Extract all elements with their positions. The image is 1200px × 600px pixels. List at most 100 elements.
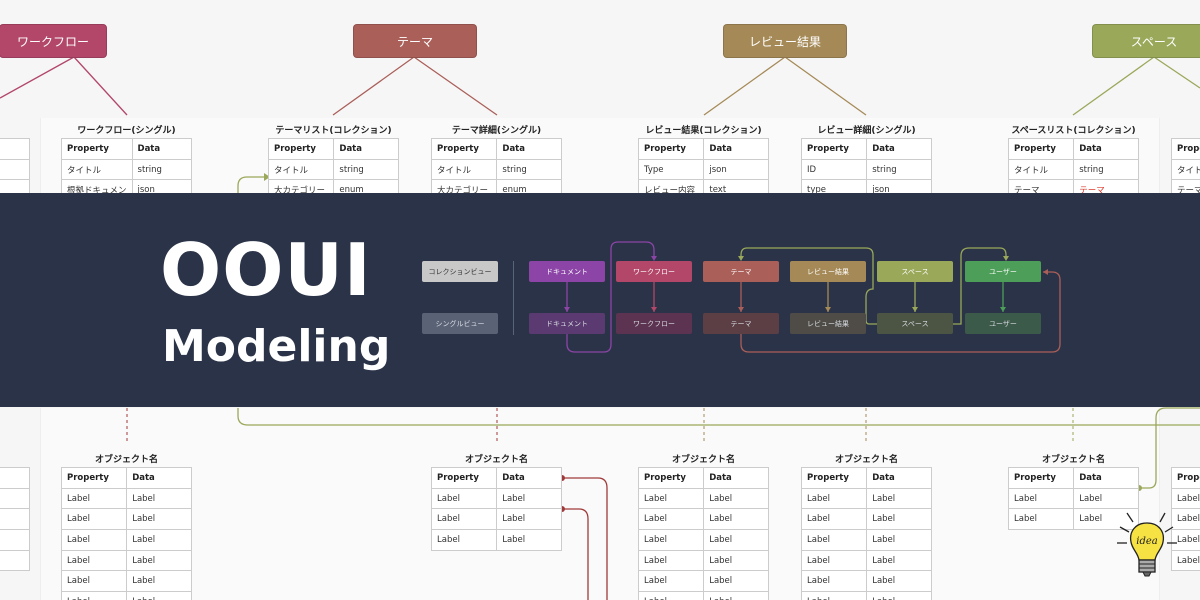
- table-title: スペースリスト(コレクション): [1011, 126, 1136, 136]
- header-theme[interactable]: テーマ: [353, 24, 477, 58]
- table-cell: Label: [126, 549, 192, 572]
- table-header-cell: Property: [637, 467, 705, 489]
- table-cell: Label: [1073, 508, 1139, 531]
- table-cell: Label: [637, 591, 705, 600]
- table-cell: Label: [800, 487, 868, 510]
- table-cell: json: [703, 158, 769, 181]
- table-cell: Label: [60, 487, 128, 510]
- single-chip[interactable]: ワークフロー: [616, 313, 692, 334]
- table-cell: Label: [60, 529, 128, 551]
- table-cell: タイトル: [430, 158, 498, 181]
- table-row: [0, 138, 30, 160]
- table-cell: [0, 158, 30, 181]
- hero-banner: OOUI Modeling コレクションビュー シングルビュー ドキュメントドキ…: [0, 193, 1200, 407]
- collection-chip[interactable]: ドキュメント: [529, 261, 605, 282]
- table-header-cell: Data: [1073, 138, 1139, 160]
- table-cell: Label: [60, 549, 128, 572]
- table-header-cell: Data: [866, 138, 932, 160]
- table-cell: Label: [703, 529, 769, 551]
- legend-single-view: シングルビュー: [422, 313, 498, 334]
- table-title: レビュー結果(コレクション): [645, 126, 762, 136]
- single-chip[interactable]: レビュー結果: [790, 313, 866, 334]
- table-header-cell: Data: [333, 138, 399, 160]
- single-chip[interactable]: スペース: [877, 313, 953, 334]
- header-space[interactable]: スペース: [1092, 24, 1200, 58]
- table-header-cell: Prope: [1170, 138, 1200, 160]
- table-header-cell: Data: [496, 138, 562, 160]
- hero-title: OOUI: [160, 228, 372, 312]
- header-workflow[interactable]: ワークフロー: [0, 24, 107, 58]
- table-header-cell: Property: [430, 138, 498, 160]
- single-chip[interactable]: ユーザー: [965, 313, 1041, 334]
- single-chip[interactable]: ドキュメント: [529, 313, 605, 334]
- collection-chip[interactable]: テーマ: [703, 261, 779, 282]
- table-cell: [0, 508, 30, 531]
- table-cell: Label: [126, 508, 192, 531]
- table-row: [0, 549, 30, 572]
- arrowhead-icon: [651, 307, 657, 312]
- table-row: [0, 467, 30, 489]
- relation-arrow: [740, 271, 1061, 353]
- collection-chip[interactable]: ワークフロー: [616, 261, 692, 282]
- table-cell: string: [1073, 158, 1139, 181]
- table-cell: Label: [1170, 549, 1200, 572]
- table-title: オブジェクト名: [464, 455, 528, 465]
- table-title: レビュー詳細(シングル): [817, 126, 916, 136]
- header-review[interactable]: レビュー結果: [723, 24, 847, 58]
- table-cell: Label: [800, 570, 868, 593]
- table-header-cell: Property: [800, 138, 868, 160]
- table-cell: Label: [703, 487, 769, 510]
- table-cell: Label: [703, 591, 769, 600]
- table-cell: Label: [126, 570, 192, 593]
- table-row: タイトル: [1170, 158, 1200, 181]
- table-header-cell: Data: [131, 138, 193, 160]
- table-cell: Label: [496, 529, 562, 551]
- single-chip[interactable]: テーマ: [703, 313, 779, 334]
- collection-chip[interactable]: ユーザー: [965, 261, 1041, 282]
- space-relation-line: [237, 408, 1200, 426]
- arrowhead-icon: [912, 307, 918, 312]
- table-header-cell: Property: [1007, 138, 1075, 160]
- legend-divider: [513, 261, 514, 335]
- table-title: オブジェクト名: [94, 455, 158, 465]
- property-table: ProperLabelLabelLabelLabel: [1170, 467, 1200, 572]
- collection-chip[interactable]: レビュー結果: [790, 261, 866, 282]
- table-row: [0, 529, 30, 551]
- table-header-cell: Data: [126, 467, 192, 489]
- table-header-cell: Data: [703, 138, 769, 160]
- table-cell: Label: [637, 508, 705, 531]
- table-title: ン): [0, 123, 45, 136]
- table-header-cell: Data: [866, 467, 932, 489]
- table-header-cell: Proper: [1170, 467, 1200, 489]
- table-cell: Label: [866, 508, 932, 531]
- table-cell: Label: [800, 549, 868, 572]
- arrowhead-icon: [1000, 307, 1006, 312]
- property-table: [0, 138, 30, 202]
- property-table: [0, 467, 30, 572]
- table-cell: Label: [637, 529, 705, 551]
- collection-chip[interactable]: スペース: [877, 261, 953, 282]
- arrowhead-icon: [264, 173, 270, 181]
